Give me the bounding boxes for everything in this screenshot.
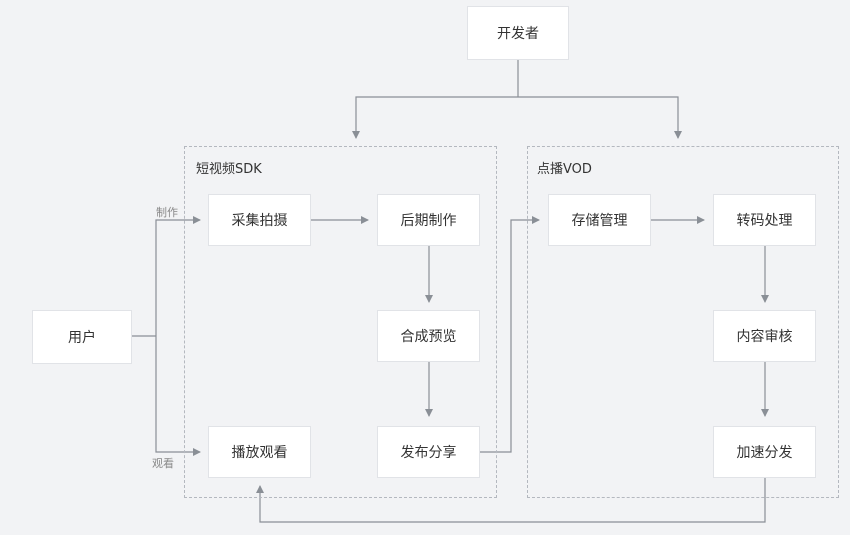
node-post-edit: 后期制作 (377, 194, 480, 246)
node-developer: 开发者 (467, 6, 569, 60)
node-playback-watch: 播放观看 (208, 426, 311, 478)
edge-label-make: 制作 (156, 206, 178, 219)
node-publish-share: 发布分享 (377, 426, 480, 478)
edge-label-watch: 观看 (152, 457, 174, 470)
group-vod (527, 146, 839, 498)
node-cdn-delivery: 加速分发 (713, 426, 816, 478)
edge-publish-to-storage (480, 216, 540, 453)
edge-developer-to-sdk (352, 96, 518, 139)
node-transcode: 转码处理 (713, 194, 816, 246)
group-sdk (184, 146, 497, 498)
node-capture: 采集拍摄 (208, 194, 311, 246)
node-user: 用户 (32, 310, 132, 364)
edge-developer-to-vod (518, 96, 682, 139)
group-vod-label: 点播VOD (537, 162, 592, 177)
group-sdk-label: 短视频SDK (196, 162, 262, 177)
edge-delivery-to-playback (256, 478, 766, 523)
node-content-review: 内容审核 (713, 310, 816, 362)
edge-user-to-playback (155, 336, 201, 456)
node-compose-preview: 合成预览 (377, 310, 480, 362)
edge-user-to-capture (155, 216, 201, 336)
node-storage: 存储管理 (548, 194, 651, 246)
